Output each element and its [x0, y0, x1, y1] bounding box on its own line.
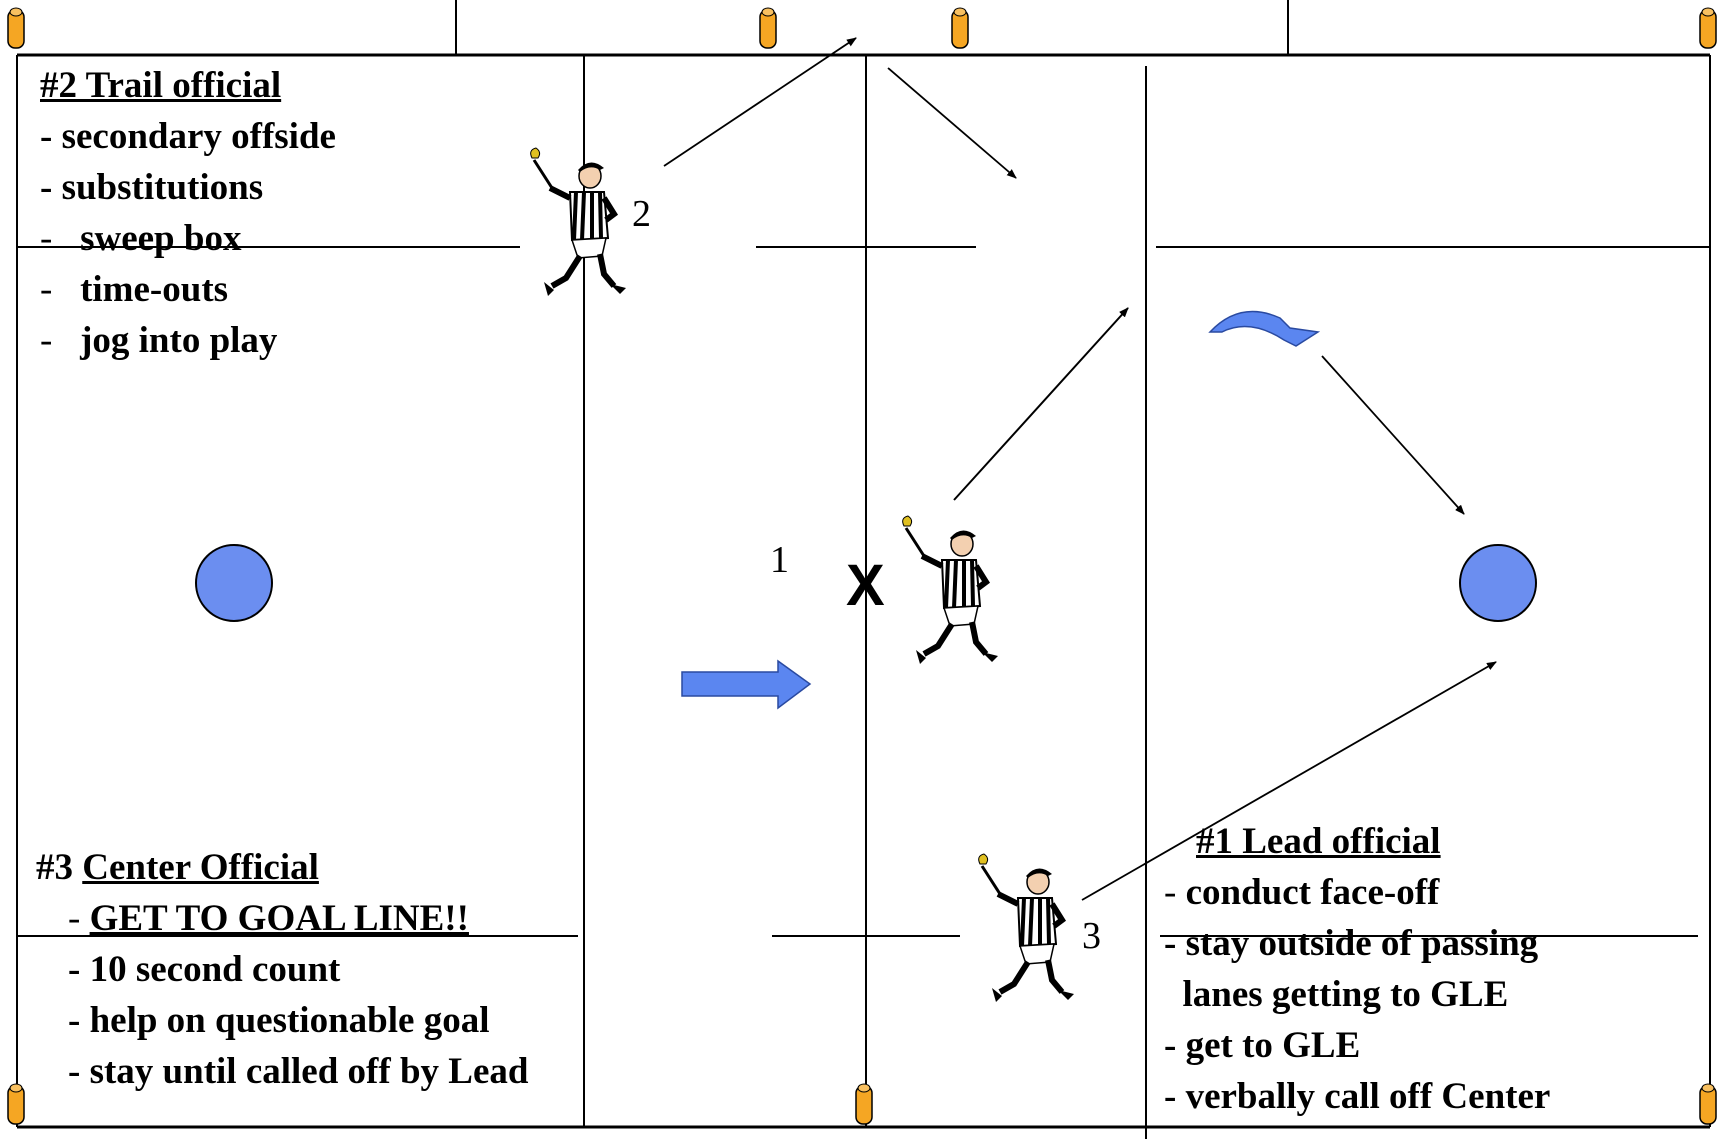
lead-item-faceoff-label: conduct face-off — [1185, 872, 1440, 913]
trail-item-sweep-box-label: sweep box — [80, 218, 242, 259]
center-title: Center Official — [82, 847, 319, 888]
referee-trail-icon — [531, 148, 626, 296]
lead-item-gle: - get to GLE — [1164, 1025, 1361, 1066]
trail-item-sweep-box: - sweep box — [40, 213, 336, 264]
cone-bottom-mid — [855, 1083, 873, 1125]
cone-bottom-right — [1699, 1083, 1717, 1125]
center-prefix: #3 — [36, 847, 83, 888]
center-item-stay: - stay until called off by Lead — [68, 1051, 529, 1092]
lead-item-lanes: lanes getting to GLE — [1164, 974, 1509, 1015]
lead-dash: - — [1164, 872, 1186, 913]
referee-lead-icon — [903, 516, 998, 664]
label-official-1: 1 — [770, 539, 789, 581]
trail-item-offside: - secondary offside — [40, 116, 336, 157]
trail-dash: - — [40, 320, 53, 361]
center-item-goal: - help on questionable goal — [68, 1000, 490, 1041]
center-dash: - — [68, 898, 90, 939]
goal-left — [195, 544, 273, 622]
center-title-row: #3 Center Official — [36, 842, 528, 893]
trail-dash: - — [40, 218, 53, 259]
trail-item-timeouts-label: time-outs — [80, 269, 229, 310]
label-official-3: 3 — [1082, 915, 1101, 957]
lead-item-calloff: - verbally call off Center — [1164, 1076, 1551, 1117]
trail-path-arrow-2 — [887, 67, 1017, 179]
faceoff-x-mark: X — [846, 553, 885, 618]
lead-item-outside: - stay outside of passing — [1164, 923, 1539, 964]
trail-path-arrow-1 — [663, 37, 857, 167]
goal-right — [1459, 544, 1537, 622]
lead-item-faceoff: - conduct face-off — [1164, 867, 1550, 918]
lead-path-arrow-2 — [1321, 355, 1465, 515]
cone-top-mid-left — [759, 7, 777, 49]
center-main: GET TO GOAL LINE!! — [89, 898, 469, 939]
label-official-2: 2 — [632, 193, 651, 235]
center-path-arrow — [1081, 661, 1497, 901]
trail-dash: - — [40, 269, 53, 310]
trail-item-jog: - jog into play — [40, 315, 336, 366]
center-official-block: #3 Center Official - GET TO GOAL LINE!! … — [36, 842, 528, 1097]
trail-title: #2 Trail official — [40, 65, 282, 106]
trail-item-substitutions: - substitutions — [40, 167, 264, 208]
trail-item-jog-label: jog into play — [80, 320, 278, 361]
cone-top-mid-right — [951, 7, 969, 49]
cone-top-right — [1699, 7, 1717, 49]
trail-item-timeouts: - time-outs — [40, 264, 336, 315]
lead-path-arrow-1 — [953, 307, 1129, 501]
direction-arrow-icon — [681, 659, 812, 710]
cone-top-left — [7, 7, 25, 49]
center-item-count: - 10 second count — [68, 949, 341, 990]
curved-arrow-icon — [1208, 310, 1321, 347]
referee-center-icon — [979, 854, 1074, 1002]
lead-official-block: #1 Lead official - conduct face-off - st… — [1164, 816, 1550, 1122]
cone-bottom-left — [7, 1083, 25, 1125]
center-main-row: - GET TO GOAL LINE!! — [36, 893, 528, 944]
lead-title: #1 Lead official — [1196, 821, 1441, 862]
trail-official-block: #2 Trail official - secondary offside - … — [40, 60, 336, 366]
